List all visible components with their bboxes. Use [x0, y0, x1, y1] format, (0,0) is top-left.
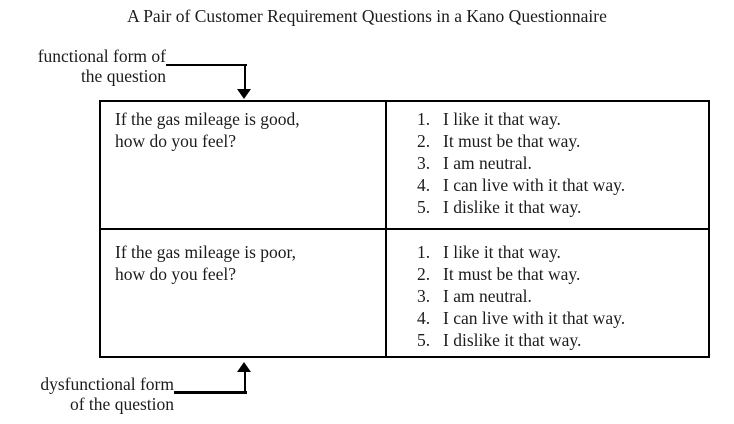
functional-form-label-line2: the question: [80, 65, 166, 86]
dysfunctional-question-line2: how do you feel?: [115, 264, 237, 284]
table-row-dysfunctional: If the gas mileage is poor, how do you f…: [101, 230, 708, 356]
arrow-up-icon: [237, 362, 251, 372]
functional-options-cell: 1. I like it that way. 2. It must be that …: [387, 102, 708, 228]
option-number: 2.: [417, 131, 431, 151]
option-item: 2. It must be that way.: [417, 263, 704, 285]
table-row-functional: If the gas mileage is good, how do you f…: [101, 102, 708, 230]
option-text: I am neutral.: [443, 286, 532, 306]
dysfunctional-arrow-line-vertical: [243, 371, 246, 393]
dysfunctional-options-cell: 1. I like it that way. 2. It must be that …: [387, 230, 708, 356]
dysfunctional-question-cell: If the gas mileage is poor, how do you f…: [101, 230, 387, 356]
option-item: 5. I dislike it that way.: [417, 329, 704, 351]
option-item: 3. I am neutral.: [417, 152, 704, 174]
option-number: 5.: [417, 330, 431, 350]
option-text: I like it that way.: [443, 109, 561, 129]
option-item: 1. I like it that way.: [417, 108, 704, 130]
functional-form-label-line1: functional form of: [37, 46, 166, 66]
functional-question-cell: If the gas mileage is good, how do you f…: [101, 102, 387, 228]
option-item: 4. I can live with it that way.: [417, 174, 704, 196]
functional-form-label: functional form of the question: [8, 46, 166, 86]
dysfunctional-form-label: dysfunctional form of the question: [4, 374, 174, 414]
option-item: 4. I can live with it that way.: [417, 307, 704, 329]
option-item: 5. I dislike it that way.: [417, 196, 704, 218]
option-item: 2. It must be that way.: [417, 130, 704, 152]
option-text: It must be that way.: [443, 131, 581, 151]
arrow-down-icon: [237, 89, 251, 99]
option-text: I can live with it that way.: [443, 308, 626, 328]
dysfunctional-form-label-line1: dysfunctional form: [40, 374, 174, 394]
functional-question-line2: how do you feel?: [115, 131, 237, 151]
functional-arrow-line-vertical: [243, 63, 246, 91]
option-text: It must be that way.: [443, 264, 581, 284]
option-item: 3. I am neutral.: [417, 285, 704, 307]
dysfunctional-question-line1: If the gas mileage is poor,: [115, 242, 297, 262]
option-text: I dislike it that way.: [443, 330, 582, 350]
option-number: 5.: [417, 197, 431, 217]
functional-question-line1: If the gas mileage is good,: [115, 109, 300, 129]
option-number: 2.: [417, 264, 431, 284]
option-number: 1.: [417, 109, 431, 129]
option-number: 3.: [417, 153, 431, 173]
option-item: 1. I like it that way.: [417, 241, 704, 263]
figure-title: A Pair of Customer Requirement Questions…: [127, 6, 607, 26]
option-text: I can live with it that way.: [443, 175, 626, 195]
option-number: 3.: [417, 286, 431, 306]
option-number: 4.: [417, 308, 431, 328]
option-number: 4.: [417, 175, 431, 195]
option-text: I like it that way.: [443, 242, 561, 262]
dysfunctional-arrow-line-horizontal: [174, 391, 247, 394]
dysfunctional-form-label-line2: of the question: [69, 393, 174, 414]
option-text: I dislike it that way.: [443, 197, 582, 217]
functional-arrow-line-horizontal: [166, 63, 247, 66]
option-number: 1.: [417, 242, 431, 262]
question-table: If the gas mileage is good, how do you f…: [99, 100, 710, 358]
option-text: I am neutral.: [443, 153, 532, 173]
